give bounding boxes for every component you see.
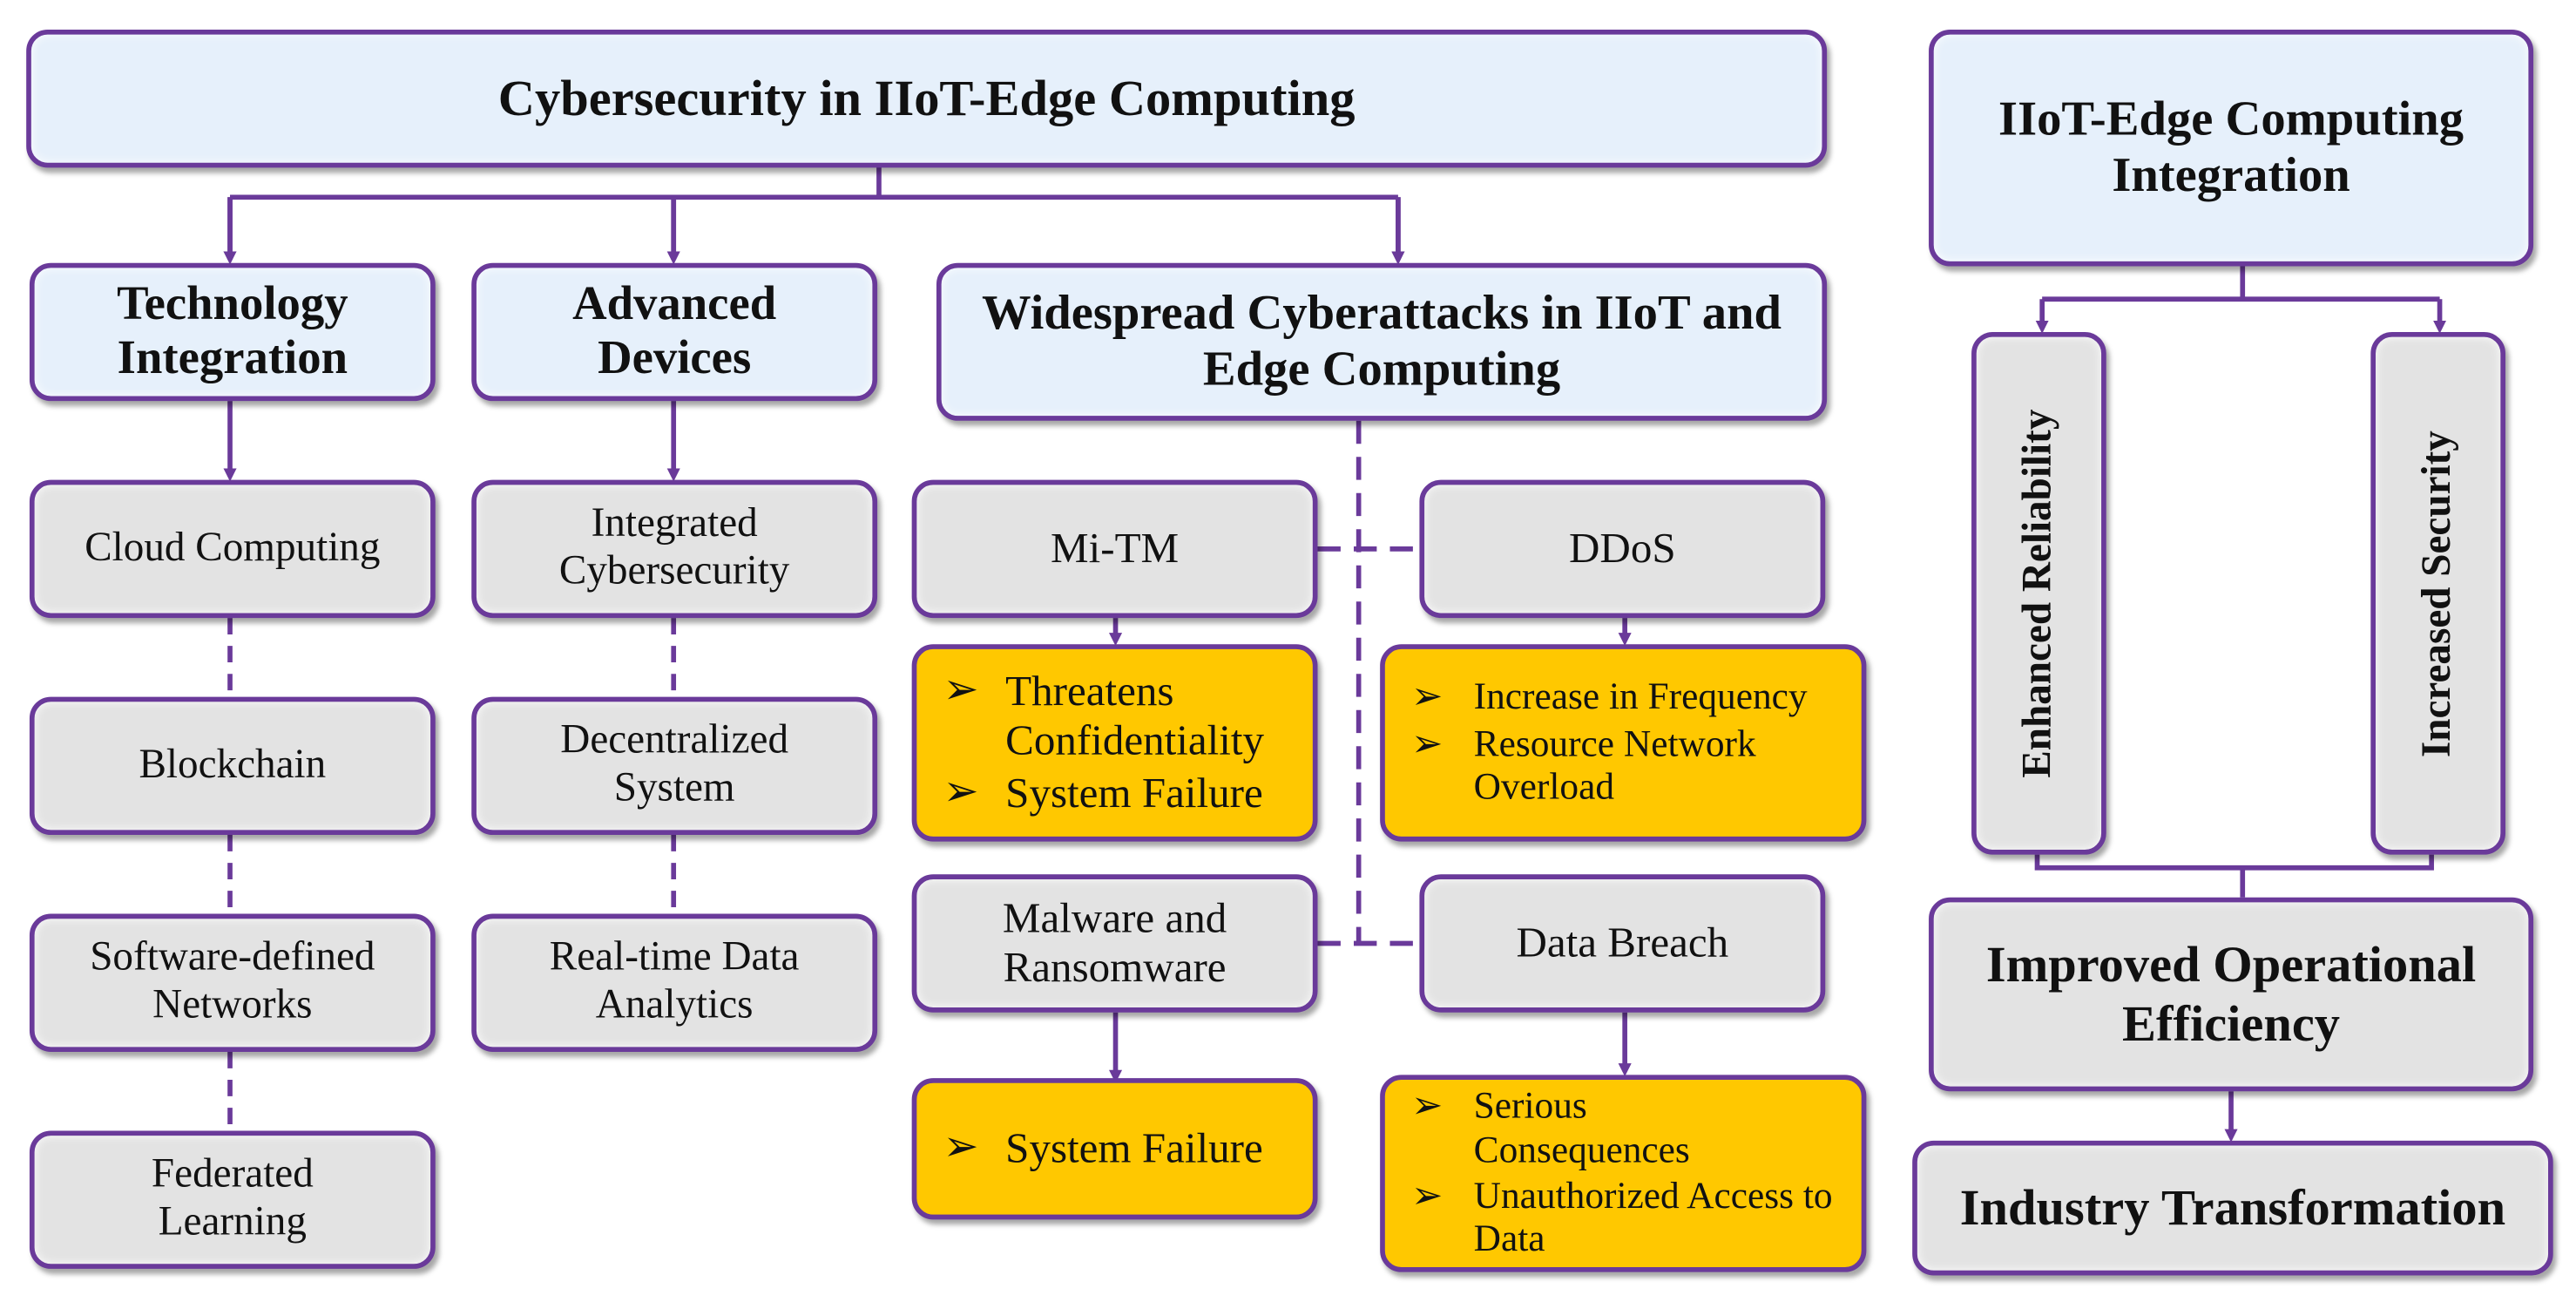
bullet-arrow-icon: ➢	[1410, 722, 1444, 766]
effect-item: ➢System Failure	[943, 767, 1263, 817]
data-breach-node: Data Breach	[1419, 874, 1826, 1013]
integrated-cybersecurity-node: Integrated Cybersecurity	[471, 479, 878, 619]
cyberattacks-title: Widespread Cyberattacks in IIoT and Edge…	[936, 262, 1828, 421]
bullet-arrow-icon: ➢	[943, 1122, 979, 1172]
effect-item: ➢System Failure	[943, 1122, 1263, 1172]
increased-security-node: Increased Security	[2370, 331, 2505, 855]
malware-effects-list: ➢System Failure	[943, 1096, 1296, 1202]
data-breach-effects-list: ➢Serious Consequences ➢Unauthorized Acce…	[1410, 1084, 1849, 1261]
blockchain-node: Blockchain	[29, 696, 436, 836]
decentralized-system-node: Decentralized System	[471, 696, 878, 836]
bullet-arrow-icon: ➢	[1410, 1175, 1444, 1218]
integration-title: IIoT-Edge Computing Integration	[1929, 29, 2534, 267]
industry-transformation-node: Industry Transformation	[1912, 1140, 2553, 1276]
mitm-effects-box: ➢Threatens Confidentiality ➢System Failu…	[911, 644, 1318, 842]
cloud-computing-node: Cloud Computing	[29, 479, 436, 619]
malware-ransomware-node: Malware and Ransomware	[911, 874, 1318, 1013]
effect-item: ➢Resource Network Overload	[1410, 722, 1756, 808]
effect-item: ➢Serious Consequences	[1410, 1084, 1690, 1170]
federated-learning-node: Federated Learning	[29, 1130, 436, 1269]
advanced-devices-title: Advanced Devices	[471, 262, 878, 402]
bullet-arrow-icon: ➢	[1410, 675, 1444, 719]
main-title: Cybersecurity in IIoT-Edge Computing	[26, 29, 1828, 168]
enhanced-reliability-node: Enhanced Reliability	[1971, 331, 2106, 855]
effect-item: ➢Increase in Frequency	[1410, 675, 1808, 719]
ddos-node: DDoS	[1419, 479, 1826, 619]
real-time-data-analytics-node: Real-time Data Analytics	[471, 913, 878, 1052]
bullet-arrow-icon: ➢	[943, 767, 979, 817]
mitm-effects-list: ➢Threatens Confidentiality ➢System Failu…	[943, 666, 1296, 817]
malware-effects-box: ➢System Failure	[911, 1078, 1318, 1220]
operational-efficiency-node: Improved Operational Efficiency	[1929, 897, 2534, 1092]
effect-item: ➢Threatens Confidentiality	[943, 666, 1265, 765]
bullet-arrow-icon: ➢	[1410, 1084, 1444, 1128]
effect-item: ➢Unauthorized Access to Data	[1410, 1175, 1833, 1260]
bullet-arrow-icon: ➢	[943, 666, 979, 715]
ddos-effects-list: ➢Increase in Frequency ➢Resource Network…	[1411, 669, 1849, 817]
main-branch-connector	[227, 164, 1398, 260]
mitm-node: Mi-TM	[911, 479, 1318, 619]
data-breach-effects-box: ➢Serious Consequences ➢Unauthorized Acce…	[1380, 1075, 1867, 1272]
ddos-effects-box: ➢Increase in Frequency ➢Resource Network…	[1380, 644, 1867, 842]
technology-integration-title: Technology Integration	[29, 262, 436, 402]
software-defined-networks-node: Software-defined Networks	[29, 913, 436, 1052]
